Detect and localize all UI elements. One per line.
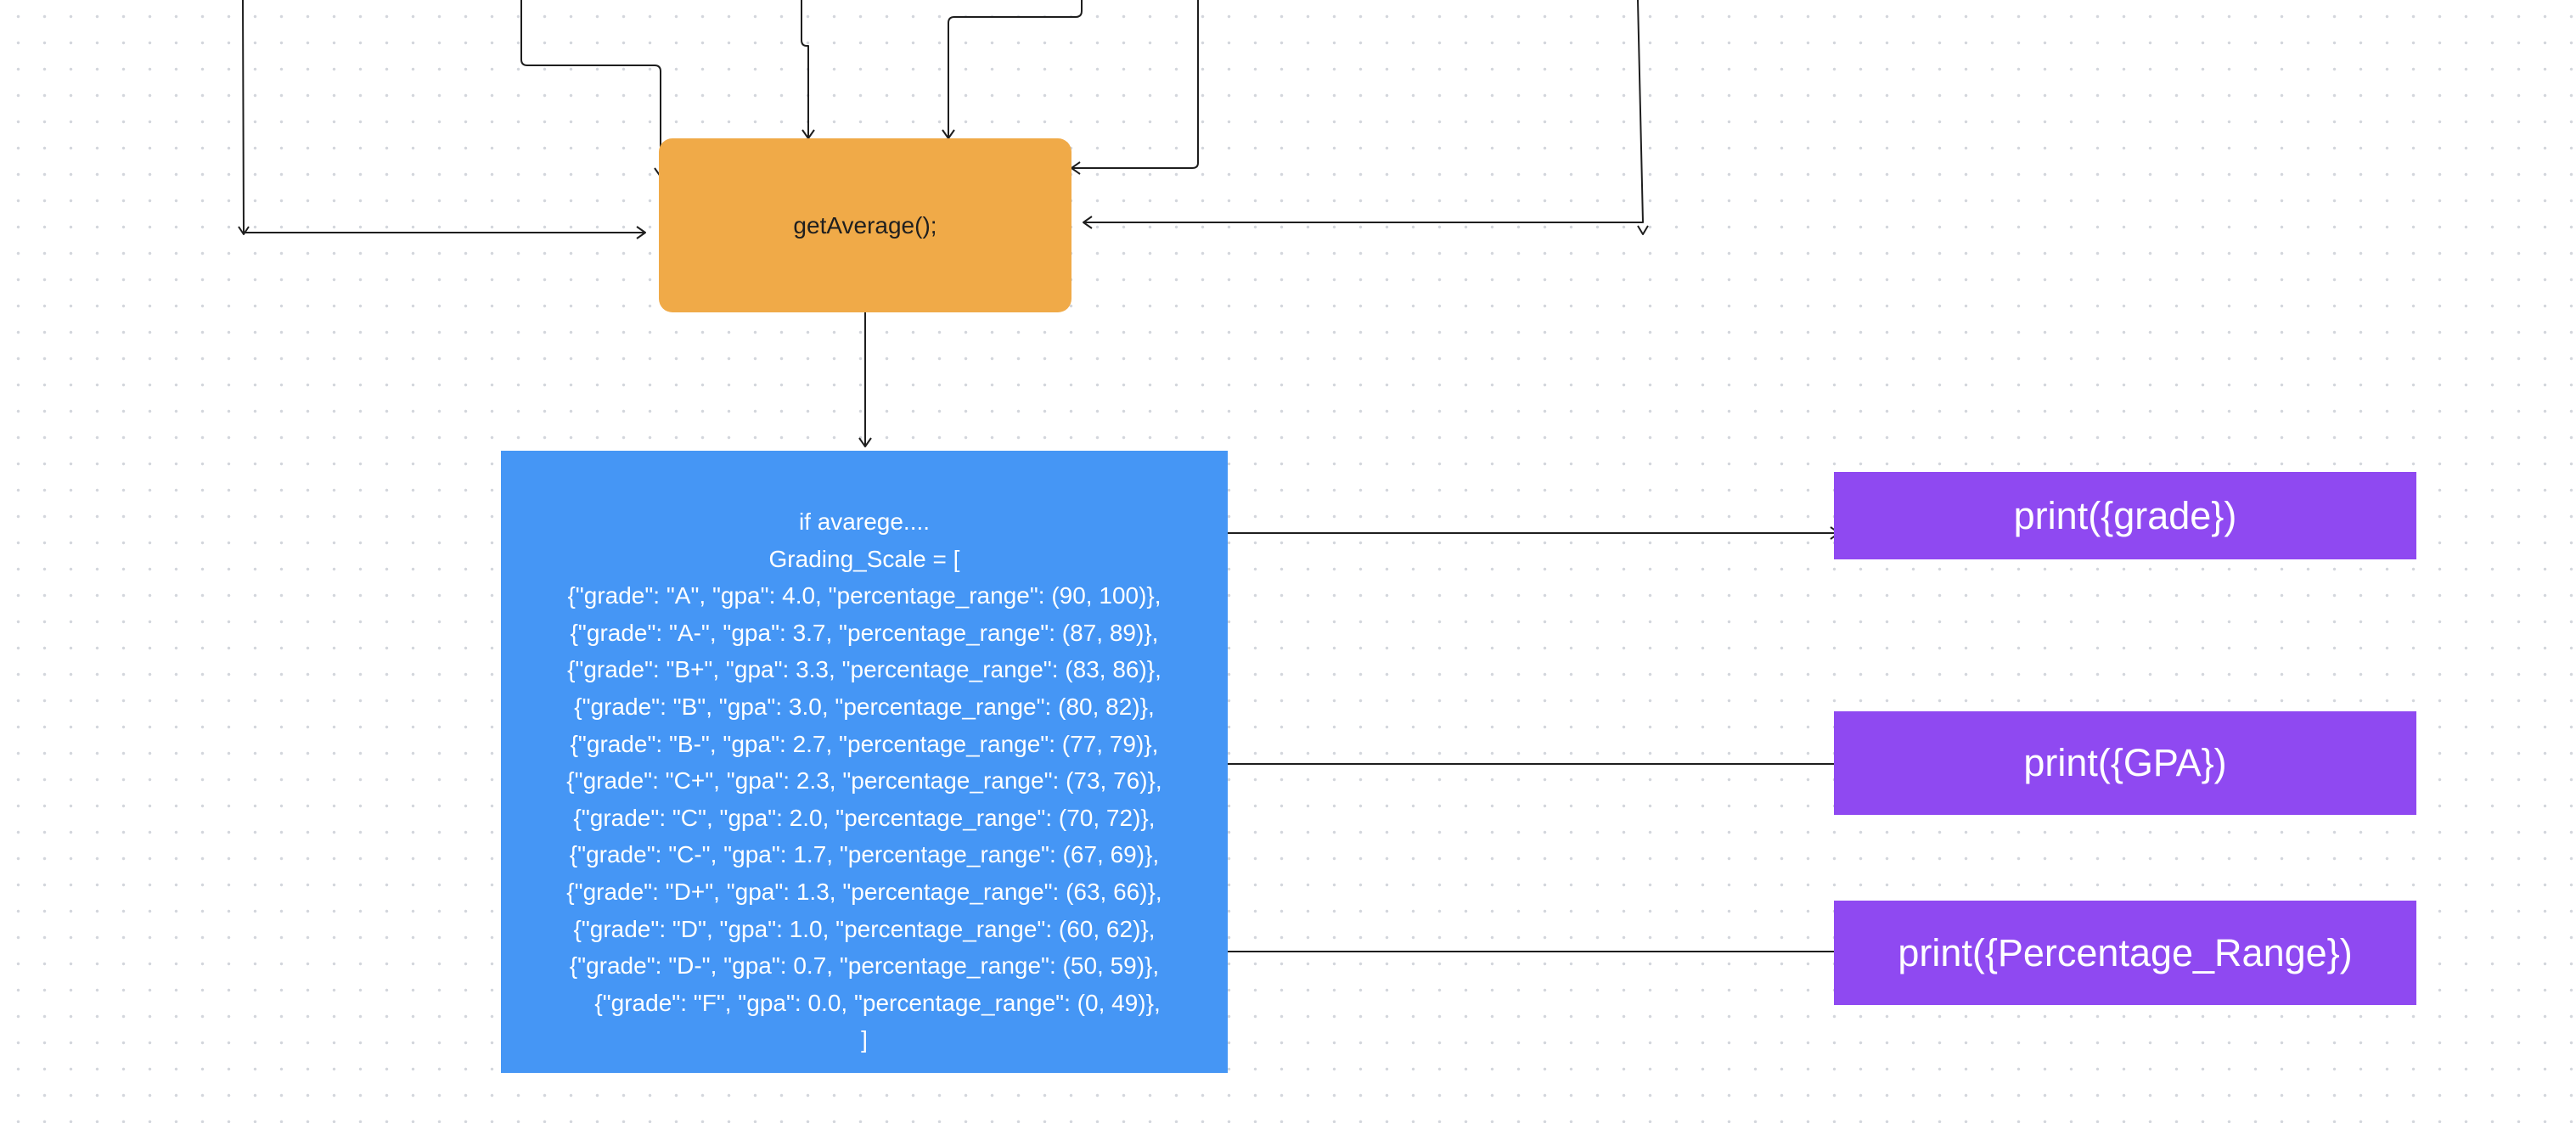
print-percentage-range-label: print({Percentage_Range}) (1898, 930, 2353, 974)
print-grade-label: print({grade}) (2013, 493, 2237, 537)
get-average-label: getAverage(); (793, 211, 937, 239)
condition-line: if avarege.... (798, 508, 931, 535)
print-gpa-node[interactable]: print({GPA}) (1834, 711, 2416, 815)
scale-entry-line: {"grade": "B-", "gpa": 2.7, "percentage_… (570, 730, 1159, 757)
scale-entry-line: {"grade": "C+", "gpa": 2.3, "percentage_… (566, 767, 1162, 795)
scale-entry-line: {"grade": "F", "gpa": 0.0, "percentage_r… (568, 989, 1161, 1016)
scale-entry-line: {"grade": "C-", "gpa": 1.7, "percentage_… (569, 841, 1160, 868)
scale-entry-line: {"grade": "B", "gpa": 3.0, "percentage_r… (574, 693, 1155, 720)
connector-left-branch[interactable] (242, 0, 645, 233)
arrow-head (1637, 225, 1649, 235)
arrow-head (636, 226, 646, 239)
scale-entry-line: {"grade": "D+", "gpa": 1.3, "percentage_… (566, 878, 1162, 905)
scale-entry-line: {"grade": "A-", "gpa": 3.7, "percentage_… (570, 619, 1159, 646)
scale-entry-line: {"grade": "D-", "gpa": 0.7, "percentage_… (569, 952, 1160, 980)
print-grade-node[interactable]: print({grade}) (1834, 472, 2416, 559)
get-average-node[interactable]: getAverage(); (659, 138, 1071, 312)
grading-scale-node[interactable]: if avarege.... Grading_Scale = [ {"grade… (501, 451, 1228, 1073)
print-percentage-range-node[interactable]: print({Percentage_Range}) (1834, 901, 2416, 1005)
arrow-head (1071, 161, 1081, 175)
arrow-head (238, 226, 250, 235)
connector-top-branch-1[interactable] (520, 0, 661, 177)
arrow-head (858, 437, 872, 447)
scale-entry-line: {"grade": "D", "gpa": 1.0, "percentage_r… (573, 915, 1156, 942)
connector-top-branch-4[interactable] (1071, 0, 1199, 169)
scale-closing-line: ] (861, 1026, 868, 1053)
scale-entry-line: {"grade": "B+", "gpa": 3.3, "percentage_… (567, 656, 1161, 683)
connector-top-branch-3[interactable] (948, 0, 1083, 138)
connector-right-branch[interactable] (1083, 0, 1644, 223)
arrow-head (1083, 216, 1093, 229)
print-gpa-label: print({GPA}) (2023, 741, 2227, 784)
connector-top-branch-2[interactable] (801, 0, 809, 138)
scale-entry-line: {"grade": "C", "gpa": 2.0, "percentage_r… (573, 804, 1156, 831)
scale-declaration-line: Grading_Scale = [ (768, 545, 960, 572)
scale-entry-line: {"grade": "A", "gpa": 4.0, "percentage_r… (567, 582, 1161, 609)
